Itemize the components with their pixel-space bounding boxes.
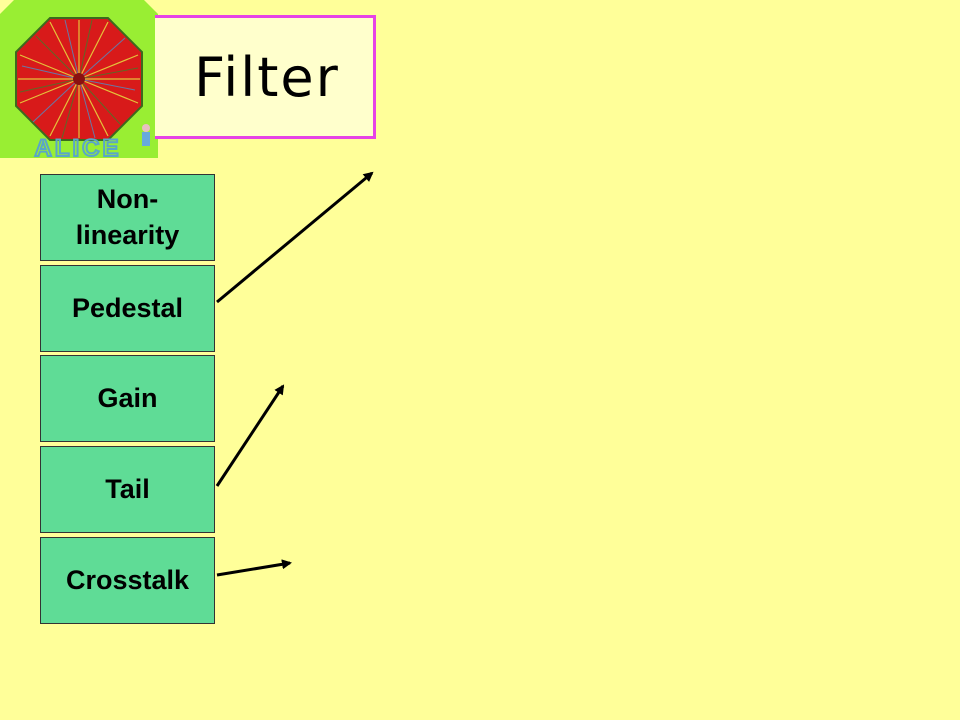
stage-gain: Gain	[40, 355, 215, 442]
stage-tail: Tail	[40, 446, 215, 533]
alice-logo-icon: ALICE	[0, 0, 158, 158]
logo-text: ALICE	[35, 135, 122, 158]
page-title: Filter	[194, 45, 340, 109]
title-box: Filter	[155, 15, 376, 139]
arrow-crosstalk	[216, 559, 292, 577]
arrow-tail	[215, 384, 285, 487]
stage-non-linearity: Non- linearity	[40, 174, 215, 261]
stage-crosstalk: Crosstalk	[40, 537, 215, 624]
stage-pedestal: Pedestal	[40, 265, 215, 352]
arrow-pedestal	[216, 171, 374, 304]
